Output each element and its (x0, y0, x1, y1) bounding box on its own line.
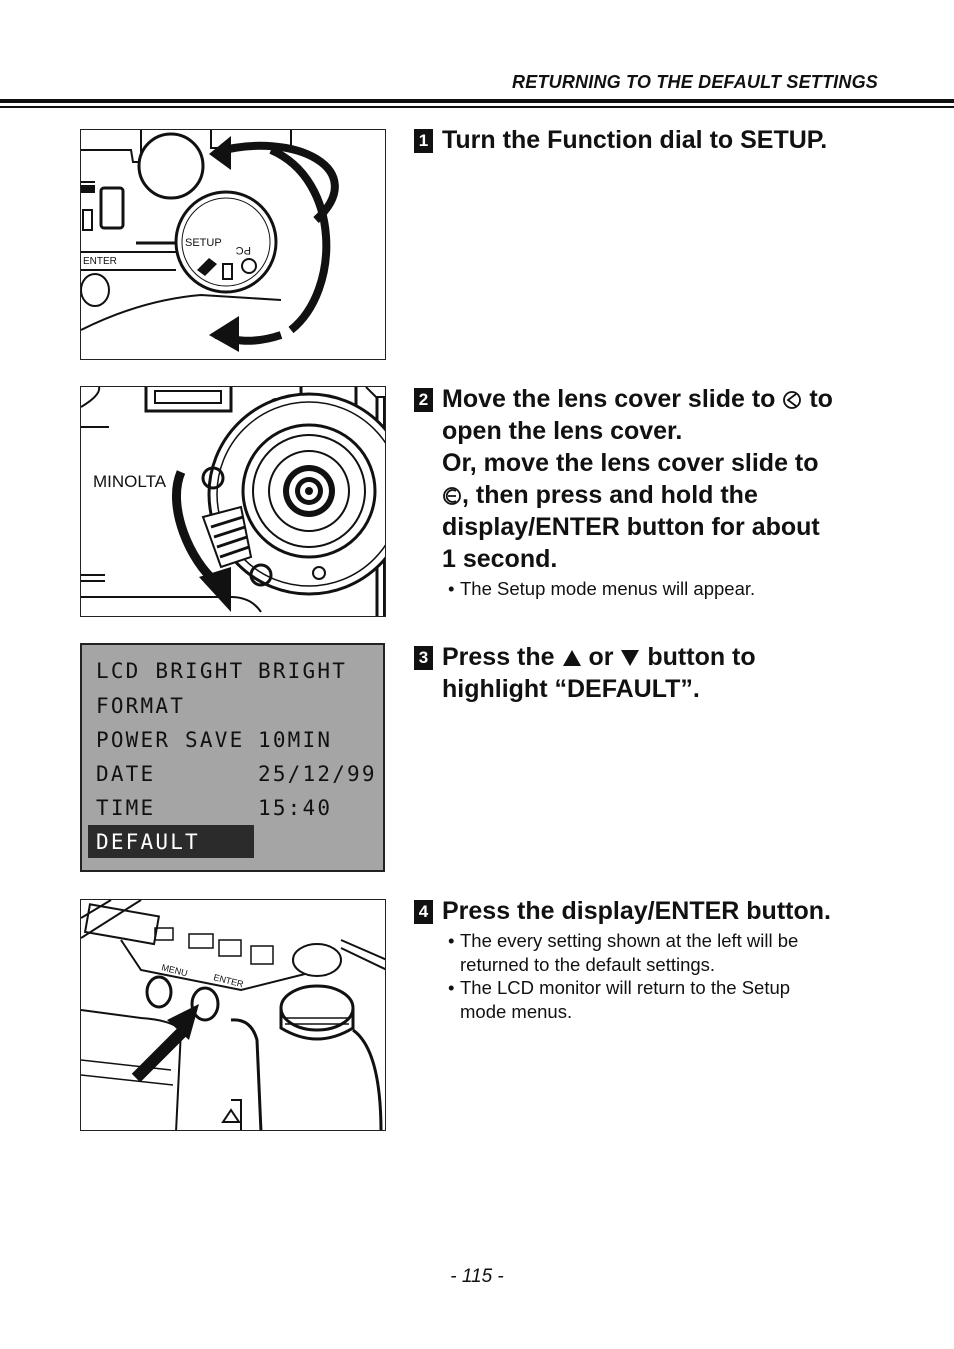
lens-cover-illustration: MINOLTA (80, 386, 386, 617)
step-2-bullets: The Setup mode menus will appear. (414, 577, 894, 601)
bullet-line: The LCD monitor will return to the Setup (460, 977, 791, 998)
step-number: 3 (414, 646, 433, 670)
lens-open-icon (783, 391, 802, 410)
menu-row-time: TIME 15:40 (96, 796, 330, 820)
step-3-line1-c: button to (647, 643, 756, 671)
setup-label: SETUP (185, 237, 222, 249)
step-4-bullets: The every setting shown at the left will… (414, 929, 894, 1023)
menu-label: DATE (96, 762, 156, 786)
menu-label: FORMAT (96, 694, 186, 718)
bullet-item: The Setup mode menus will appear. (448, 577, 894, 601)
step-2-line1-b: to (809, 385, 833, 413)
bullet-item: The LCD monitor will return to the Setup… (448, 976, 894, 1023)
step-3-line1-a: Press the (442, 643, 555, 671)
page-header-title: RETURNING TO THE DEFAULT SETTINGS (512, 72, 878, 92)
triangle-down-icon (621, 650, 640, 667)
menu-label: LCD BRIGHT (96, 659, 245, 683)
bullet-line: The every setting shown at the left will… (460, 930, 799, 951)
menu-row-default: DEFAULT (96, 830, 200, 854)
function-dial-illustration: ENTER SETUP PC (80, 129, 386, 360)
step-2: 2 Move the lens cover slide to to open t… (414, 383, 894, 601)
page-number: - 115 - (450, 1266, 504, 1287)
lens-closed-icon (443, 487, 461, 506)
pc-label: PC (236, 244, 251, 256)
bullet-item: The every setting shown at the left will… (448, 929, 894, 976)
menu-label: POWER SAVE (96, 728, 245, 752)
step-1: 1 Turn the Function dial to SETUP. (414, 124, 894, 156)
header-rule (0, 99, 954, 103)
step-2-line1-a: Move the lens cover slide to (442, 385, 776, 413)
step-4: 4 Press the display/ENTER button. The ev… (414, 895, 894, 1023)
menu-value: 15:40 (258, 796, 333, 820)
step-2-line5: display/ENTER button for about (442, 513, 820, 541)
menu-label: DEFAULT (96, 830, 200, 854)
bullet-line: mode menus. (460, 1000, 573, 1022)
step-3-line2: highlight “DEFAULT”. (442, 675, 700, 703)
menu-value: BRIGHT (258, 659, 348, 683)
menu-highlight (88, 825, 254, 858)
menu-value: 10MIN (258, 728, 333, 752)
enter-button-illustration: MENU ENTER (80, 899, 386, 1131)
step-number: 1 (414, 129, 433, 153)
step-3: 3 Press the or button to highlight “DEFA… (414, 641, 894, 705)
lcd-setup-menu: LCD BRIGHT BRIGHT FORMAT POWER SAVE 10MI… (80, 643, 385, 872)
step-2-line2: open the lens cover. (442, 417, 683, 445)
brand-logo: MINOLTA (93, 472, 167, 491)
step-2-line3: Or, move the lens cover slide to (442, 449, 819, 477)
triangle-up-icon (562, 650, 581, 667)
step-1-text: Turn the Function dial to SETUP. (442, 126, 828, 154)
step-2-line4: , then press and hold the (462, 481, 758, 509)
menu-row-lcd-bright: LCD BRIGHT BRIGHT (96, 659, 345, 683)
menu-row-date: DATE 25/12/99 (96, 762, 375, 786)
menu-row-format: FORMAT (96, 694, 185, 718)
header-rule-thin (0, 106, 954, 108)
step-number: 2 (414, 388, 433, 412)
menu-value: 25/12/99 (258, 762, 377, 786)
step-4-text: Press the display/ENTER button. (442, 897, 831, 925)
step-2-line6: 1 second. (442, 545, 558, 573)
step-3-line1-b: or (588, 643, 614, 671)
bullet-line: returned to the default settings. (460, 953, 716, 975)
enter-label-dial: ENTER (83, 256, 117, 267)
menu-row-power-save: POWER SAVE 10MIN (96, 728, 330, 752)
step-number: 4 (414, 900, 433, 924)
menu-label: TIME (96, 796, 156, 820)
